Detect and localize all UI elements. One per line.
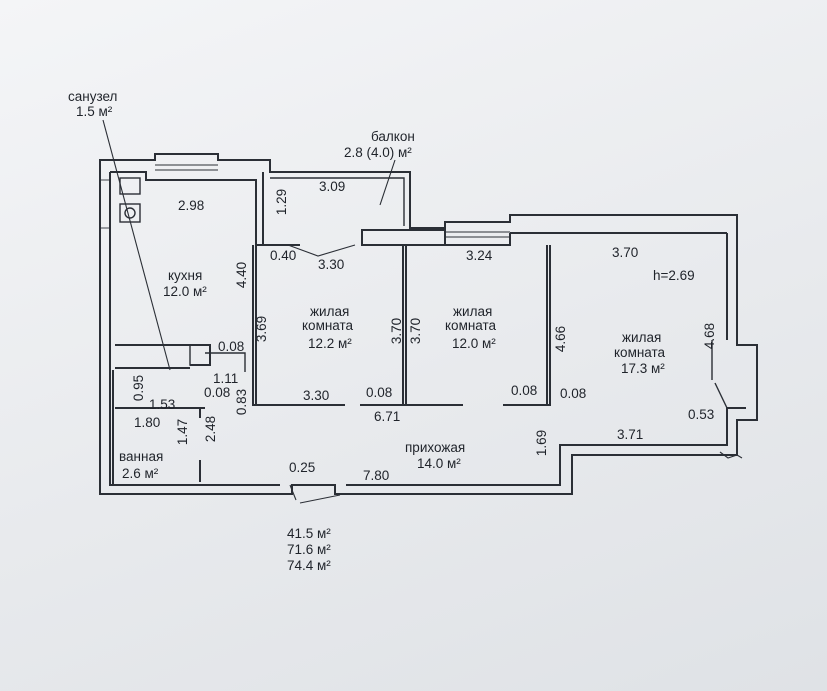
dim-1-80: 1.80	[134, 415, 161, 430]
bathroom-area: 2.6 м²	[122, 466, 159, 481]
room2-name-line2: комната	[445, 318, 497, 333]
room3-area: 17.3 м²	[621, 361, 665, 376]
dim-4-68: 4.68	[702, 322, 718, 350]
dim-4-40: 4.40	[234, 261, 250, 289]
room2-name-line1: жилая	[453, 304, 493, 319]
dim-1-11: 1.11	[213, 371, 239, 386]
dim-1-53: 1.53	[149, 397, 176, 412]
hallway-area: 14.0 м²	[417, 456, 461, 471]
dim-0-08-c: 0.08	[366, 385, 393, 400]
bathroom-name: ванная	[119, 449, 164, 464]
room3-name-line2: комната	[614, 345, 666, 360]
dim-3-70-b: 3.70	[408, 317, 424, 345]
dim-3-30-top: 3.30	[318, 257, 345, 272]
balkon-name: балкон	[371, 129, 415, 144]
hallway-name: прихожая	[405, 440, 466, 455]
room3-name-line1: жилая	[622, 330, 662, 345]
windows	[100, 164, 510, 238]
dim-6-71: 6.71	[374, 409, 401, 424]
dim-0-08-e: 0.08	[560, 386, 587, 401]
balkon-area: 2.8 (4.0) м²	[344, 145, 412, 160]
dim-1-69: 1.69	[534, 429, 550, 457]
kitchen-area: 12.0 м²	[163, 284, 207, 299]
dim-2-48: 2.48	[203, 415, 219, 443]
dim-7-80: 7.80	[363, 468, 390, 483]
sanuzel-name: санузел	[68, 89, 118, 104]
kitchen-name: кухня	[168, 268, 203, 283]
dim-4-66: 4.66	[553, 325, 569, 353]
dim-0-53: 0.53	[688, 407, 715, 422]
dim-0-40: 0.40	[270, 248, 297, 263]
dim-0-83: 0.83	[234, 388, 250, 416]
ceiling-height: h=2.69	[653, 268, 695, 283]
total-area: 71.6 м²	[287, 542, 331, 557]
dim-0-08-b: 0.08	[204, 385, 231, 400]
dim-0-08-d: 0.08	[511, 383, 538, 398]
outer-walls	[99, 153, 758, 495]
dim-3-71: 3.71	[617, 427, 644, 442]
dim-0-25: 0.25	[289, 460, 316, 475]
dim-3-69: 3.69	[254, 315, 270, 343]
dim-1-47: 1.47	[175, 418, 191, 446]
kitchen-fixtures	[119, 177, 141, 223]
dim-1-29: 1.29	[274, 188, 290, 216]
leader-lines	[102, 119, 743, 504]
dim-0-95: 0.95	[131, 374, 147, 402]
total-area-with-balcony: 74.4 м²	[287, 558, 331, 573]
dim-3-30-bottom: 3.30	[303, 388, 330, 403]
interior-walls	[112, 245, 728, 485]
dim-3-09: 3.09	[319, 179, 346, 194]
dim-3-24: 3.24	[466, 248, 493, 263]
room1-name-line1: жилая	[310, 304, 350, 319]
dim-3-70-a: 3.70	[389, 317, 405, 345]
dim-0-08-a: 0.08	[218, 339, 245, 354]
total-living-area: 41.5 м²	[287, 526, 331, 541]
sanuzel-area: 1.5 м²	[76, 104, 113, 119]
room2-area: 12.0 м²	[452, 336, 496, 351]
room1-area: 12.2 м²	[308, 336, 352, 351]
dim-3-70-top: 3.70	[612, 245, 639, 260]
room1-name-line2: комната	[302, 318, 354, 333]
balcony-outline	[270, 177, 446, 246]
dim-2-98: 2.98	[178, 198, 205, 213]
